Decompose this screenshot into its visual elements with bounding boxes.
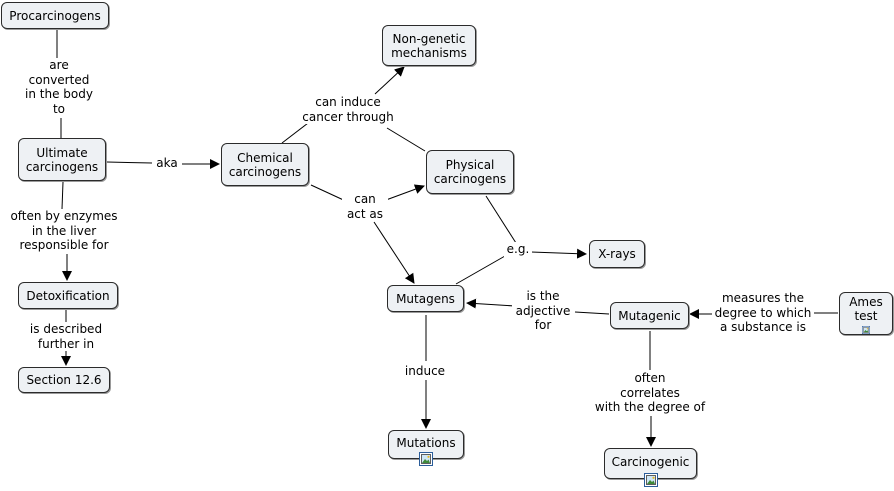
concept-x-rays[interactable]: X-rays — [589, 240, 645, 268]
phrase-can-act-as[interactable]: can act as — [342, 192, 388, 221]
line-eg-to-xrays — [530, 248, 587, 259]
phrase-often-correlates[interactable]: often correlates with the degree of — [590, 371, 710, 415]
line-ultimate-to-aka — [106, 161, 153, 164]
carcinogenic-label: Carcinogenic — [611, 455, 690, 469]
phrase-e-g[interactable]: e.g. — [504, 242, 532, 257]
concept-mutagenic[interactable]: Mutagenic — [610, 302, 689, 329]
concept-detoxification[interactable]: Detoxification — [18, 282, 118, 309]
phrase-aka[interactable]: aka — [152, 156, 182, 171]
concept-physical-carcinogens[interactable]: Physical carcinogens — [426, 150, 514, 194]
phrase-measures-the-degree[interactable]: measures the degree to which a substance… — [712, 291, 814, 335]
line-can-act-to-mutagens — [373, 221, 415, 284]
line-can-induce-to-nongenetic — [374, 66, 405, 95]
concept-ultimate-carcinogens[interactable]: Ultimate carcinogens — [18, 138, 106, 181]
line-eg-to-mutagens — [455, 255, 506, 285]
image-resource-icon[interactable] — [419, 452, 433, 466]
concept-section-12-6[interactable]: Section 12.6 — [18, 367, 110, 393]
phrase-is-the-adjective-for[interactable]: is the adjective for — [512, 289, 574, 333]
phrase-induce[interactable]: induce — [402, 364, 448, 379]
line-can-induce-to-physical — [386, 127, 426, 152]
concept-carcinogenic[interactable]: Carcinogenic — [604, 448, 697, 487]
image-resource-icon[interactable] — [644, 473, 658, 487]
phrase-can-induce-cancer[interactable]: can induce cancer through — [298, 95, 398, 124]
image-resource-icon[interactable] — [859, 326, 873, 334]
phrase-often-by-enzymes[interactable]: often by enzymes in the liver responsibl… — [4, 209, 124, 253]
concept-mutagens[interactable]: Mutagens — [387, 285, 464, 312]
line-physical-to-eg — [485, 195, 517, 244]
line-ultimate-to-enzymes — [61, 181, 64, 210]
line-mutagenic-to-adjective — [574, 311, 610, 315]
phrase-are-converted[interactable]: are converted in the body to — [18, 58, 100, 116]
concept-procarcinogens[interactable]: Procarcinogens — [1, 2, 109, 29]
concept-ames-test[interactable]: Ames test — [839, 292, 893, 335]
concept-chemical-carcinogens[interactable]: Chemical carcinogens — [221, 143, 309, 186]
ames-test-label: Ames test — [849, 295, 883, 323]
line-can-act-to-physical — [385, 184, 425, 201]
mutations-label: Mutations — [396, 436, 456, 450]
phrase-is-described-further[interactable]: is described further in — [26, 322, 106, 351]
line-adjective-to-mutagens — [466, 298, 516, 309]
concept-mutations[interactable]: Mutations — [388, 430, 464, 466]
concept-non-genetic-mechanisms[interactable]: Non-genetic mechanisms — [382, 25, 476, 66]
